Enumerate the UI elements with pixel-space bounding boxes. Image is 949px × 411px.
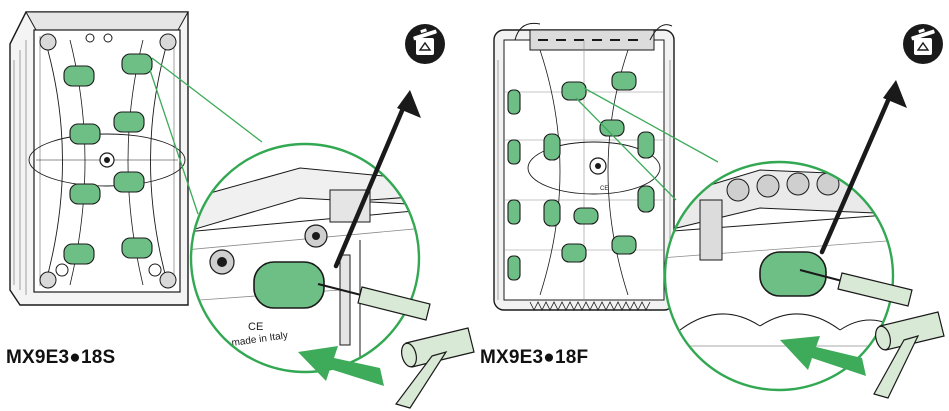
hammer-icon (394, 327, 475, 409)
model-label-right: MX9E3●18F (480, 347, 589, 368)
ce-marking-small: CE (600, 186, 608, 192)
knockout (63, 243, 95, 265)
knockout (113, 171, 145, 193)
knockout (507, 89, 521, 115)
knockout (69, 183, 101, 205)
recycle-bin-icon (405, 24, 445, 64)
panel-left: CE made in Italy (9, 11, 475, 409)
hammer-icon (873, 311, 945, 399)
knockout (611, 235, 637, 255)
knockout (561, 243, 587, 263)
knockout (543, 133, 561, 161)
panel-right: CE (493, 22, 945, 399)
push-arrow-left (298, 346, 384, 386)
knockout (561, 81, 587, 101)
removal-arrow-right (819, 80, 907, 255)
knockout (121, 53, 153, 75)
model-label-left: MX9E3●18S (6, 347, 116, 368)
knockout (599, 119, 625, 137)
knockouts-left (63, 53, 153, 265)
knockout (63, 65, 95, 87)
removal-arrow-left (333, 90, 421, 269)
screwdriver-tool (799, 269, 913, 307)
knockout (69, 123, 101, 145)
recycle-bin-icon (903, 24, 943, 64)
knockout (543, 199, 561, 227)
push-arrow-right (780, 336, 866, 376)
enclosure-surface (9, 11, 189, 306)
screwdriver-tool (317, 283, 431, 321)
knockout (573, 207, 599, 225)
knockout (611, 71, 637, 91)
knockout (121, 237, 153, 259)
ce-marking: CE (248, 321, 263, 333)
knockout (637, 131, 655, 159)
knockout-enlarged (759, 251, 827, 297)
knockout (507, 199, 521, 225)
zoom-callout-right (575, 87, 719, 201)
magnified-detail-right (663, 160, 895, 392)
knockout-enlarged (253, 261, 325, 309)
knockout (507, 255, 521, 281)
zoom-callout-left (149, 57, 263, 215)
knockout (113, 111, 145, 133)
knockout (637, 185, 655, 213)
knockouts-right (507, 71, 655, 281)
enclosure-flush: CE (493, 22, 675, 311)
knockout (507, 139, 521, 165)
